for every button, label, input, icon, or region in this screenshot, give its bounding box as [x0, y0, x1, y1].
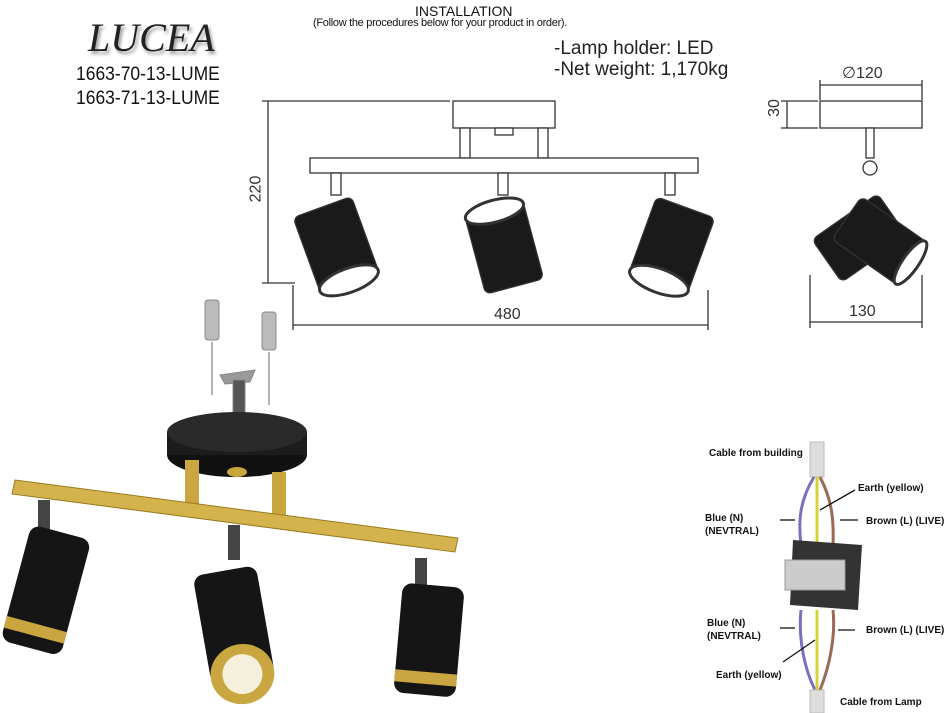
- label-cable-lamp: Cable from Lamp: [840, 697, 922, 708]
- dim-diameter-label: ∅120: [842, 65, 883, 82]
- label-earth-bottom: Earth (yellow): [716, 670, 782, 681]
- product-render: [2, 299, 464, 705]
- product-code: 1663-70-13-LUME: [76, 64, 220, 85]
- wiring-diagram: [780, 441, 862, 713]
- front-view-drawing: [262, 100, 714, 330]
- label-brown-top: Brown (L) (LIVE): [866, 516, 945, 527]
- spec-lamp-holder: -Lamp holder: LED: [554, 38, 714, 59]
- label-brown-bottom: Brown (L) (LIVE): [866, 625, 945, 636]
- label-blue-top: Blue (N)(NEVTRAL): [705, 513, 759, 537]
- dim-height-label: 220: [247, 175, 265, 203]
- label-cable-building: Cable from building: [709, 448, 803, 459]
- brand-logo: LUCEA: [88, 15, 215, 60]
- product-code: 1663-71-13-LUME: [76, 88, 220, 109]
- page-title: INSTALLATION: [415, 3, 513, 19]
- dim-depth-label: 130: [849, 303, 876, 320]
- spec-net-weight: -Net weight: 1,170kg: [554, 59, 729, 80]
- label-earth-top: Earth (yellow): [858, 483, 924, 494]
- page-subtitle: (Follow the procedures below for your pr…: [313, 17, 568, 29]
- dim-width-label: 480: [494, 306, 521, 323]
- dim-canopy-height-label: 30: [765, 99, 783, 117]
- label-blue-bottom: Blue (N)(NEVTRAL): [707, 618, 761, 642]
- side-view-drawing: [781, 80, 929, 328]
